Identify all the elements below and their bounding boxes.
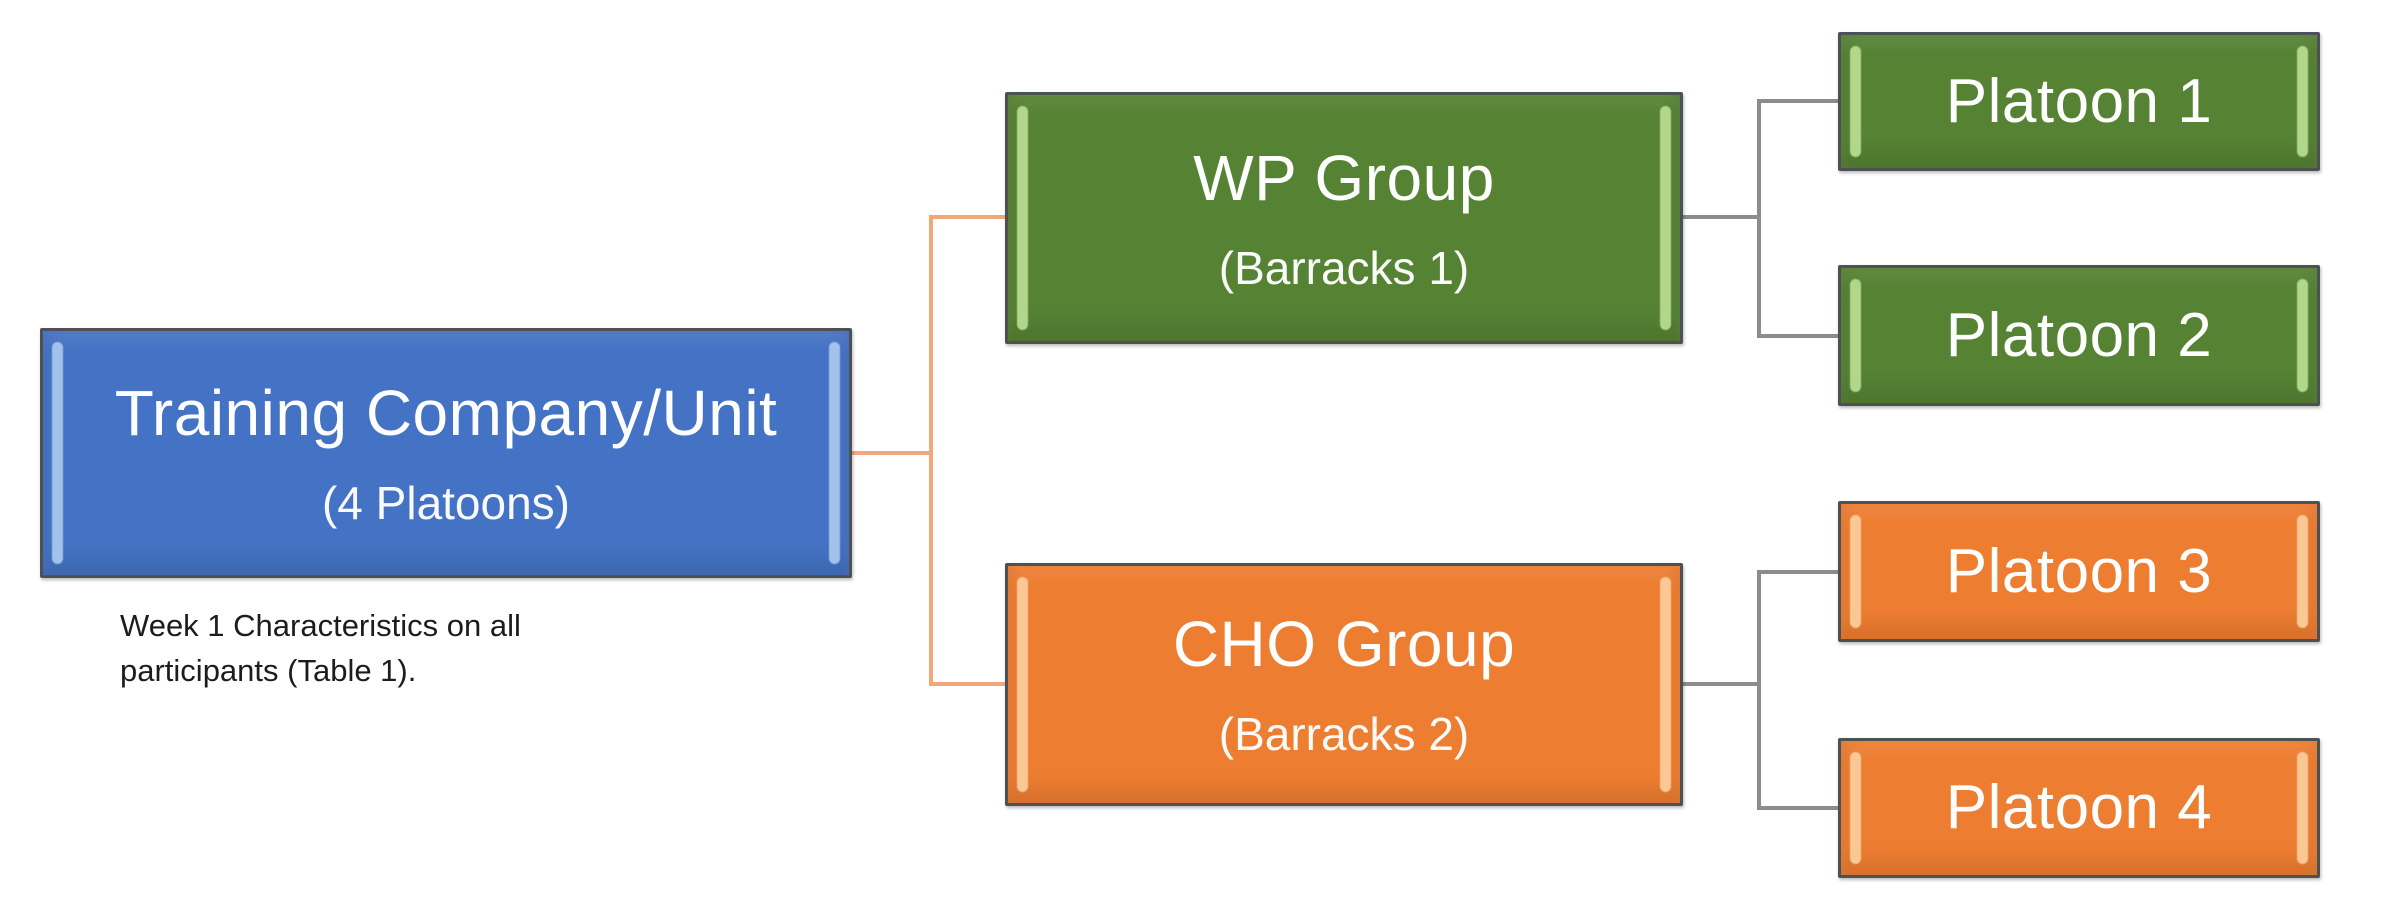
node-platoon-3: Platoon 3: [1838, 501, 2320, 642]
connector-root-to-cho: [929, 682, 1008, 686]
platoon-4-label: Platoon 4: [1945, 773, 2213, 843]
connector-cho-to-platoon-3: [1757, 570, 1840, 574]
platoon-2-label: Platoon 2: [1945, 300, 2213, 370]
connector-root-to-wp: [929, 215, 1008, 219]
node-platoon-4: Platoon 4: [1838, 738, 2320, 878]
connector-cho-elbow-h: [1681, 682, 1759, 686]
cho-group-subtitle: (Barracks 2): [1218, 708, 1470, 761]
connector-wp-to-platoon-1: [1757, 99, 1840, 103]
platoon-1-label: Platoon 1: [1945, 66, 2213, 136]
connector-cho-vertical: [1757, 570, 1761, 810]
study-note: Week 1 Characteristics on all participan…: [120, 608, 521, 688]
wp-group-subtitle: (Barracks 1): [1218, 241, 1470, 294]
wp-group-title: WP Group: [1193, 141, 1495, 214]
node-platoon-1: Platoon 1: [1838, 32, 2320, 171]
connector-root-vertical: [929, 215, 933, 686]
node-platoon-2: Platoon 2: [1838, 265, 2320, 406]
node-training-company: Training Company/Unit (4 Platoons): [40, 328, 852, 578]
training-company-title: Training Company/Unit: [114, 376, 778, 449]
connector-wp-to-platoon-2: [1757, 334, 1840, 338]
node-cho-group: CHO Group (Barracks 2): [1005, 563, 1683, 806]
connector-wp-vertical: [1757, 99, 1761, 338]
platoon-3-label: Platoon 3: [1945, 536, 2213, 606]
connector-wp-elbow-h: [1681, 215, 1759, 219]
connector-cho-to-platoon-4: [1757, 806, 1840, 810]
cho-group-title: CHO Group: [1172, 608, 1516, 681]
node-wp-group: WP Group (Barracks 1): [1005, 92, 1683, 344]
connector-root-elbow-h: [851, 451, 933, 455]
training-company-subtitle: (4 Platoons): [321, 476, 570, 529]
